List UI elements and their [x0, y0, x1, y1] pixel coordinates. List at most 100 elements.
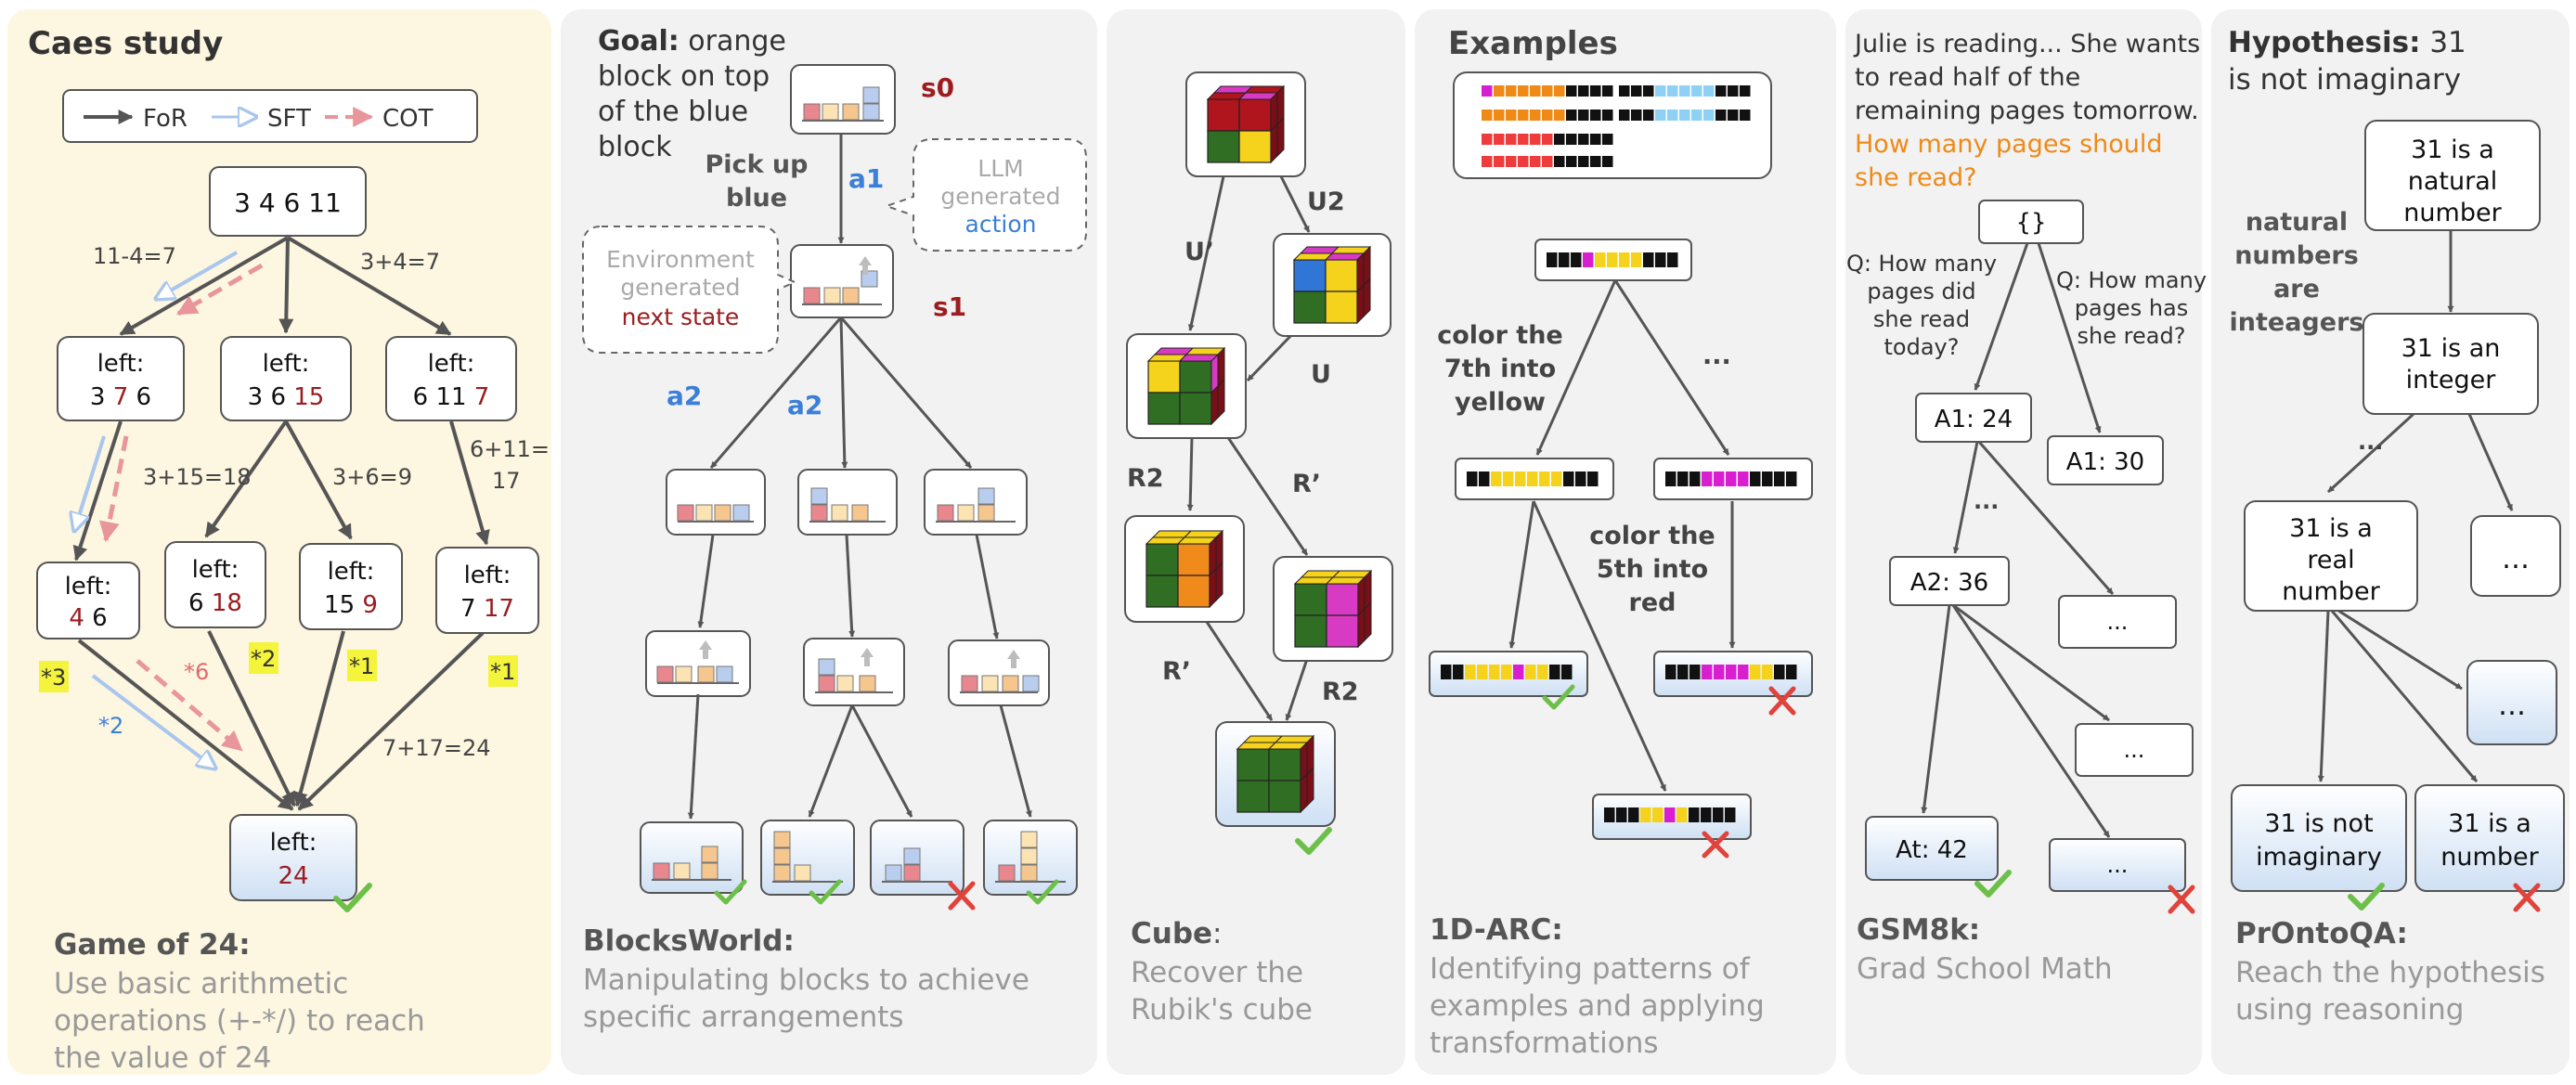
- cube-state-5: [1215, 721, 1336, 827]
- node-n1-label: left:: [97, 350, 145, 378]
- node-n2: [220, 336, 352, 421]
- sft-arrow-3: [91, 674, 215, 769]
- gsm-edge-root-a1a: [1974, 242, 2029, 391]
- state-c2: [797, 469, 898, 536]
- pq-side-line-3: are: [2273, 275, 2320, 304]
- panel4-caption-line-1: Identifying patterns of: [1430, 952, 1751, 986]
- highlight-2-text: *2: [251, 646, 276, 672]
- gsm-edge-root-a1b: [2037, 242, 2102, 433]
- edge-n2-m3: [284, 420, 353, 540]
- move-label-r2-b: R2: [1322, 678, 1359, 706]
- pq-edge-n2-n3: [2326, 412, 2415, 494]
- state-e2: [760, 820, 855, 896]
- action-pick-line-1: Pick up: [705, 150, 809, 179]
- example-strip-6: [1619, 110, 1751, 121]
- arc-leaf1-strip: [1441, 665, 1573, 679]
- arc-left-strip: [1467, 471, 1599, 486]
- gsm-dots-3: [2049, 838, 2186, 892]
- arc-root-strip: [1547, 252, 1678, 267]
- cube-state-1: [1273, 233, 1392, 337]
- action-label-a2-left: a2: [667, 381, 702, 411]
- panel6-caption-line-1: Reach the hypothesis: [2235, 956, 2545, 989]
- goal-line-1: Goal: orange: [598, 25, 786, 58]
- panel6-caption-title: PrOntoQA:: [2235, 917, 2408, 950]
- pq-leaf-1-line-1: 31 is not: [2264, 809, 2373, 838]
- state-s0: [790, 64, 896, 135]
- pq-node-n3-line-1: 31 is a: [2289, 514, 2373, 543]
- q1-line-4: today?: [1884, 334, 1960, 360]
- gsm-a2: [1889, 556, 2010, 606]
- arc-right-label-1: color the: [1589, 522, 1715, 550]
- check-icon: [1542, 684, 1575, 710]
- pq-edge-n2-dots: [2467, 413, 2514, 511]
- arc-ellipsis: ...: [1702, 342, 1731, 370]
- bw-edge-d2-e3: [850, 704, 913, 818]
- panel4-caption-line-3: transformations: [1430, 1027, 1659, 1060]
- example-strip-5: [1619, 85, 1751, 97]
- pq-node-n1-line-1: 31 is a: [2411, 136, 2494, 164]
- arc-leaf3-strip: [1604, 807, 1736, 822]
- gsm-a1b: [2047, 435, 2164, 485]
- node-m2-label: left:: [192, 556, 239, 584]
- gsm-a1b-text: A1: 30: [2066, 448, 2144, 476]
- panel3-caption-title: Cube:: [1131, 917, 1223, 950]
- pq-edge-n3-dots2: [2335, 607, 2463, 691]
- gsm-a1a-text: A1: 24: [1935, 406, 2013, 433]
- node-m2-values: 6 18: [188, 589, 242, 617]
- node-m4-label: left:: [464, 562, 511, 589]
- bw-edge-c2-d2: [845, 534, 856, 638]
- arc-edge-left-leaf1: [1508, 500, 1535, 649]
- panel1-caption-line-1: Use basic arithmetic: [54, 967, 348, 1001]
- bw-edge-c1-d1: [697, 534, 715, 628]
- edge-m1-leaf: [77, 639, 294, 811]
- cube-edge-c2-c3: [1186, 435, 1194, 511]
- llm-callout-line-1: LLM: [977, 155, 1023, 182]
- panel2-caption-line-1: Manipulating blocks to achieve: [583, 963, 1029, 997]
- goal-line-3: of the blue: [598, 96, 748, 128]
- node-m2: [164, 541, 266, 628]
- panel1-title: Caes study: [28, 25, 223, 62]
- arc-left-label-2: 7th into: [1444, 355, 1556, 383]
- node-m3-label: left:: [328, 558, 375, 586]
- gsm-dots-2-text: ...: [2124, 737, 2145, 763]
- pq-branch-dots: ...: [2358, 429, 2383, 455]
- move-label-u2: U2: [1307, 187, 1345, 216]
- state-c1: [666, 469, 766, 536]
- panel1-caption-line-2: operations (+-*/) to reach: [54, 1004, 425, 1038]
- env-callout-line-2: generated: [620, 274, 740, 301]
- node-leaf: [229, 814, 357, 901]
- gsm-edge-a2-dots2: [1952, 603, 2110, 722]
- pq-leaf-1: [2231, 784, 2407, 892]
- panel5-caption-line-1: Grad School Math: [1857, 952, 2113, 986]
- gsm8k-diagram: Julie is reading... She wants to read ha…: [1846, 30, 2207, 986]
- llm-callout-line-2: generated: [940, 183, 1060, 210]
- gsm-dots-1: [2058, 595, 2177, 649]
- q1-line-2: pages did: [1867, 278, 1975, 304]
- legend-for-label: FoR: [143, 105, 188, 133]
- gsm-edge-a2-dots3: [1951, 604, 2111, 838]
- pq-dots-box-2-text: …: [2498, 690, 2526, 722]
- gsm-edge-a2-at: [1921, 604, 1951, 814]
- gsm-root: [1978, 200, 2084, 244]
- edge-label-5a: 6+11=: [470, 436, 550, 462]
- sft-arrow-1: [156, 251, 238, 299]
- edge-n2-m2: [204, 420, 288, 538]
- bw-edge-s1-c1: [709, 316, 843, 469]
- node-n1: [57, 336, 185, 421]
- llm-callout-action: action: [965, 211, 1037, 238]
- gsm-dots-2: [2075, 723, 2194, 777]
- arc-left-label-3: yellow: [1455, 388, 1546, 417]
- node-n3: [385, 336, 517, 421]
- question-line-2: to read half of the: [1855, 63, 2080, 92]
- cube-state-4: [1273, 556, 1393, 662]
- legend-cot-label: COT: [382, 105, 434, 133]
- cross-icon: [1768, 686, 1796, 716]
- check-icon: [1974, 870, 2012, 898]
- move-label-u-prime: U’: [1184, 238, 1214, 266]
- edge-label-5b: 17: [492, 468, 521, 494]
- arc-leaf2-strip: [1665, 665, 1797, 679]
- highlight-3: [347, 650, 377, 681]
- pq-side-line-4: inteagers: [2230, 308, 2364, 337]
- highlight-4-text: *1: [490, 659, 515, 685]
- bw-edge-d1-e1: [687, 693, 700, 820]
